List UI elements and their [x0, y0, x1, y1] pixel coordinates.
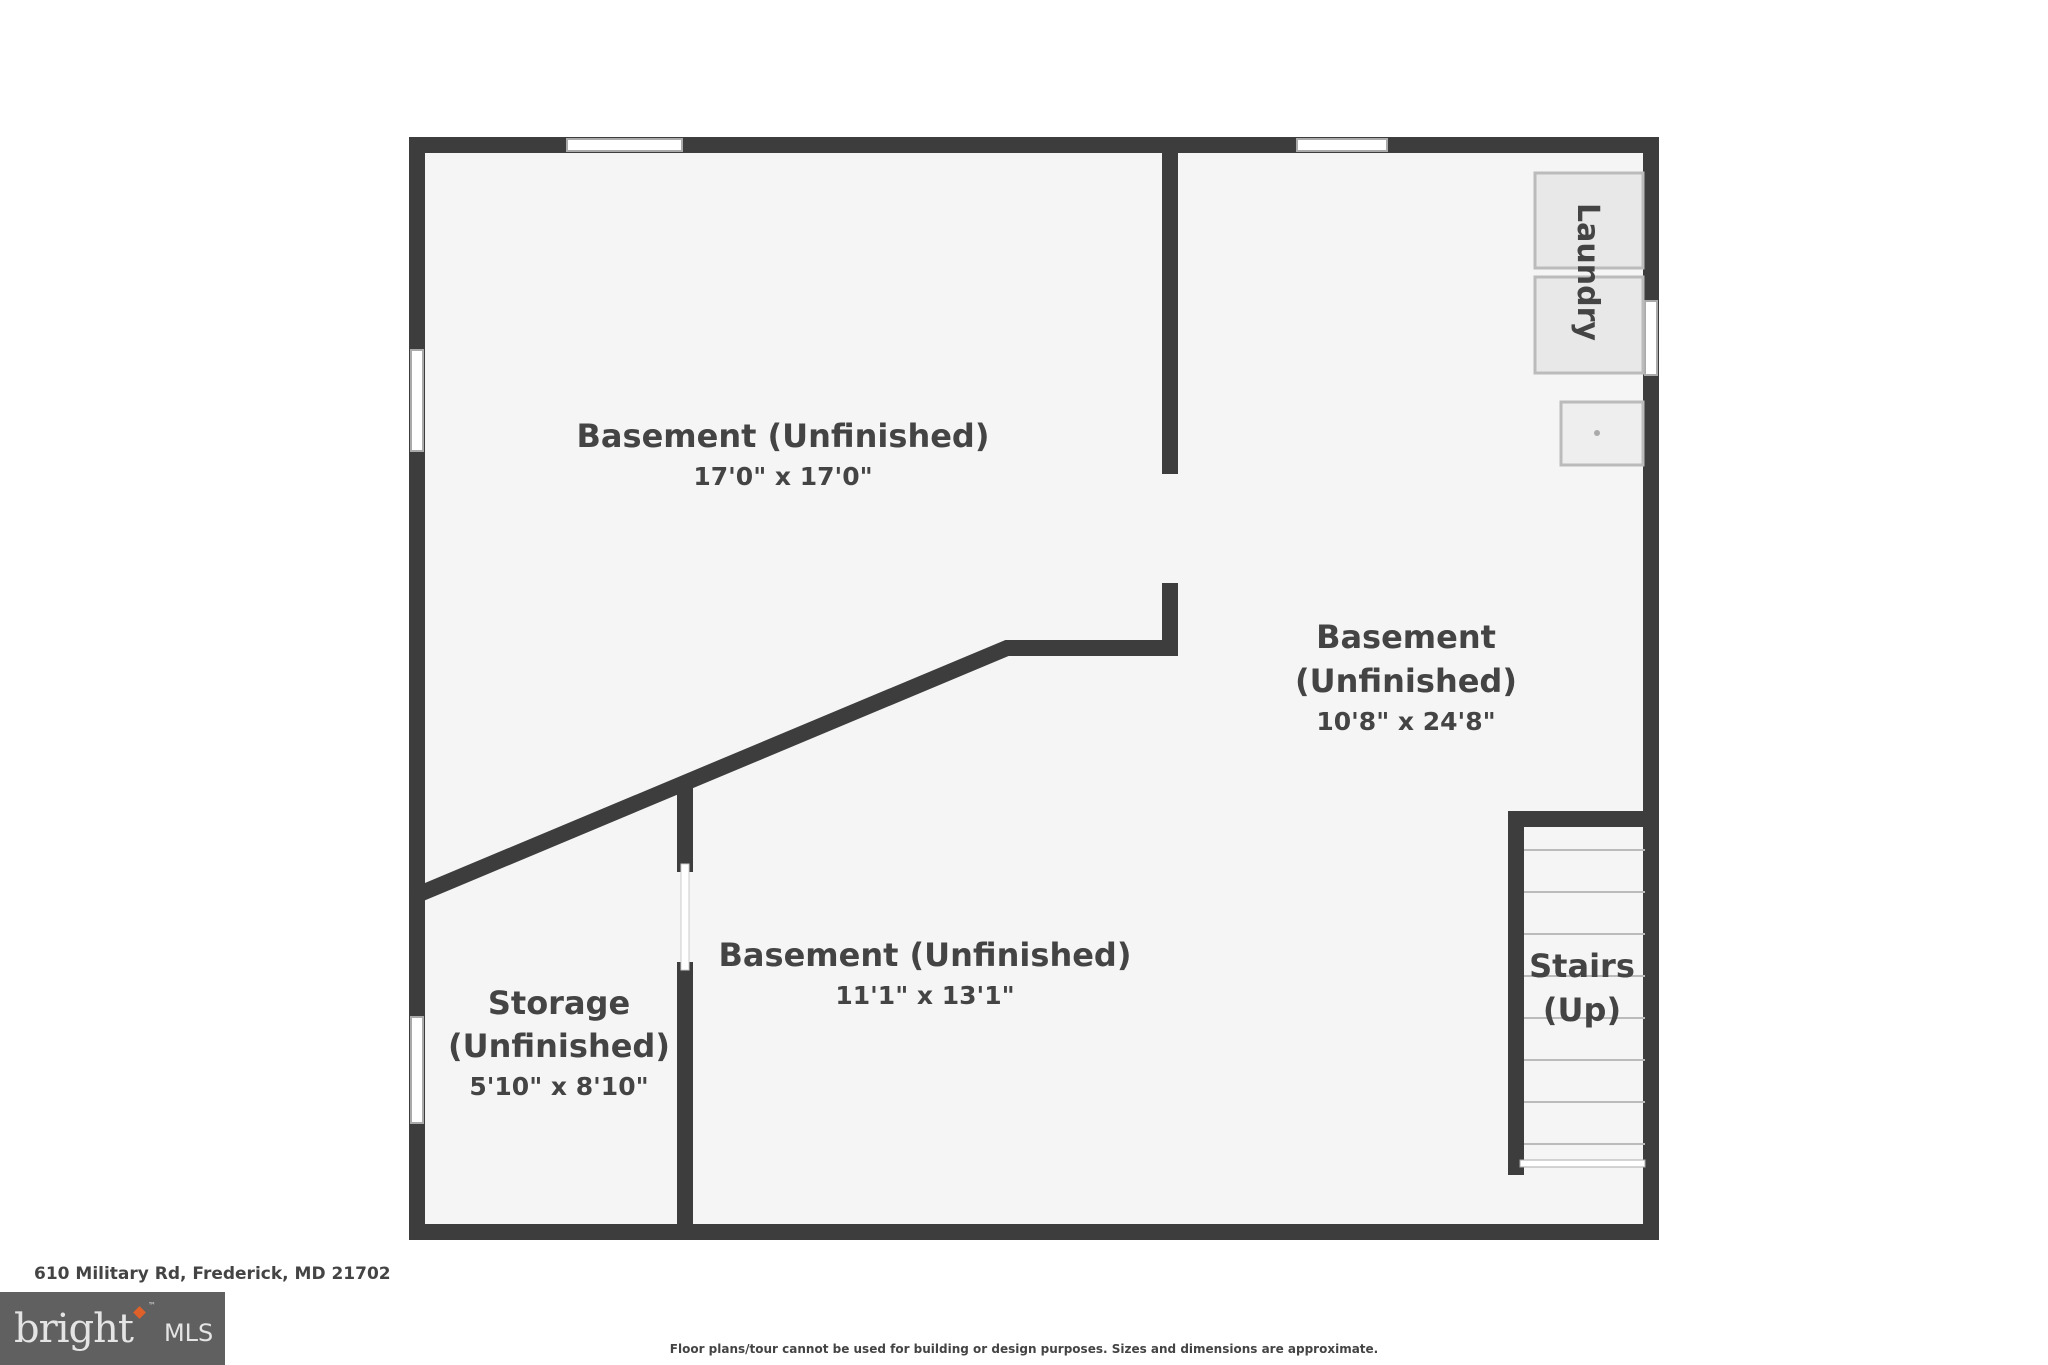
window-top-left	[566, 138, 683, 152]
room-name: (Unfinished)	[1295, 662, 1517, 700]
washer-icon	[1533, 171, 1645, 270]
disclaimer: Floor plans/tour cannot be used for buil…	[669, 1342, 1379, 1356]
sink-drain-icon	[1594, 430, 1600, 436]
window-right	[1644, 300, 1658, 376]
room-name: Basement	[1316, 618, 1496, 656]
logo-tm: ™	[147, 1301, 156, 1310]
outer-walls	[409, 137, 1659, 1240]
dryer-icon	[1533, 275, 1645, 375]
laundry-label: Laundry	[1570, 203, 1605, 341]
room-name: Stairs	[1529, 947, 1635, 985]
window-left-upper	[410, 349, 424, 452]
room-name: (Up)	[1543, 991, 1621, 1029]
storage-door-opening	[680, 863, 690, 971]
room-name: Basement (Unfinished)	[719, 936, 1132, 974]
logo-brand: bright	[14, 1305, 134, 1352]
room-dims: 11'1" x 13'1"	[835, 981, 1014, 1010]
room-dims: 17'0" x 17'0"	[693, 462, 872, 491]
room-name: (Unfinished)	[448, 1027, 670, 1065]
bright-mls-logo: bright ™ MLS	[0, 1292, 226, 1365]
address: 610 Military Rd, Frederick, MD 21702	[34, 1264, 391, 1284]
windows	[410, 138, 1658, 1124]
diagonal-wall	[413, 583, 1178, 903]
stair-treads	[1524, 849, 1645, 1145]
window-left-lower	[410, 1016, 424, 1124]
floor-area	[417, 145, 1651, 1232]
room-name: Basement (Unfinished)	[577, 417, 990, 455]
stairs-wall	[1508, 811, 1659, 1175]
stair-bottom	[1519, 1159, 1646, 1168]
logo-star-icon	[133, 1306, 146, 1319]
logo-suffix: MLS	[163, 1318, 214, 1347]
window-top-right	[1296, 138, 1388, 152]
room-name: Storage	[488, 984, 630, 1022]
room-dims: 5'10" x 8'10"	[469, 1072, 648, 1101]
room-dims: 10'8" x 24'8"	[1316, 707, 1495, 736]
sink-icon	[1559, 400, 1645, 467]
walls	[409, 137, 1659, 1240]
